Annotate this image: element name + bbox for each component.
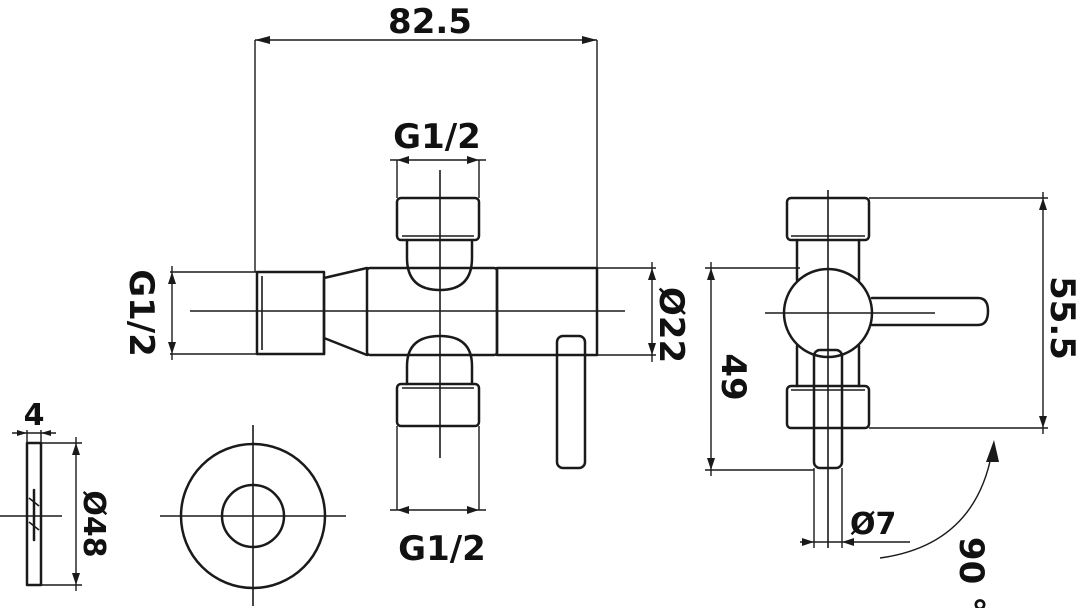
dimension-lever-height <box>705 262 814 476</box>
front-view: 82.5 <box>121 2 691 569</box>
label-overall-height: 55.5 <box>1042 276 1082 360</box>
rotation-arc <box>879 440 999 559</box>
label-flange-thickness: 4 <box>24 398 45 433</box>
valve-body <box>255 196 599 470</box>
label-top-thread: G1/2 <box>393 117 481 157</box>
dimension-overall-height <box>869 192 1048 434</box>
dimension-top-thread <box>390 156 486 198</box>
dimension-lever-diameter <box>800 468 910 548</box>
dimension-body-diameter <box>597 262 656 362</box>
label-body-diameter: Ø22 <box>651 287 691 363</box>
dimension-left-thread <box>168 266 257 360</box>
label-rotation-angle: 90 ° <box>951 537 991 608</box>
side-view: 49 55.5 Ø7 90 ° <box>705 190 1082 608</box>
flange-front-view <box>160 425 346 606</box>
flange-side-view: 4 Ø48 <box>0 398 111 591</box>
label-flange-diameter: Ø48 <box>76 490 111 557</box>
dimension-flange-thickness <box>12 430 56 443</box>
label-bottom-thread: G1/2 <box>398 529 486 569</box>
dimension-line-overall-length <box>255 36 597 44</box>
label-left-thread: G1/2 <box>121 269 161 357</box>
label-overall-length: 82.5 <box>388 2 472 42</box>
dimension-bottom-thread <box>390 426 486 514</box>
label-lever-height: 49 <box>713 353 753 400</box>
dimension-flange-diameter <box>41 437 82 591</box>
label-lever-diameter: Ø7 <box>850 507 896 542</box>
